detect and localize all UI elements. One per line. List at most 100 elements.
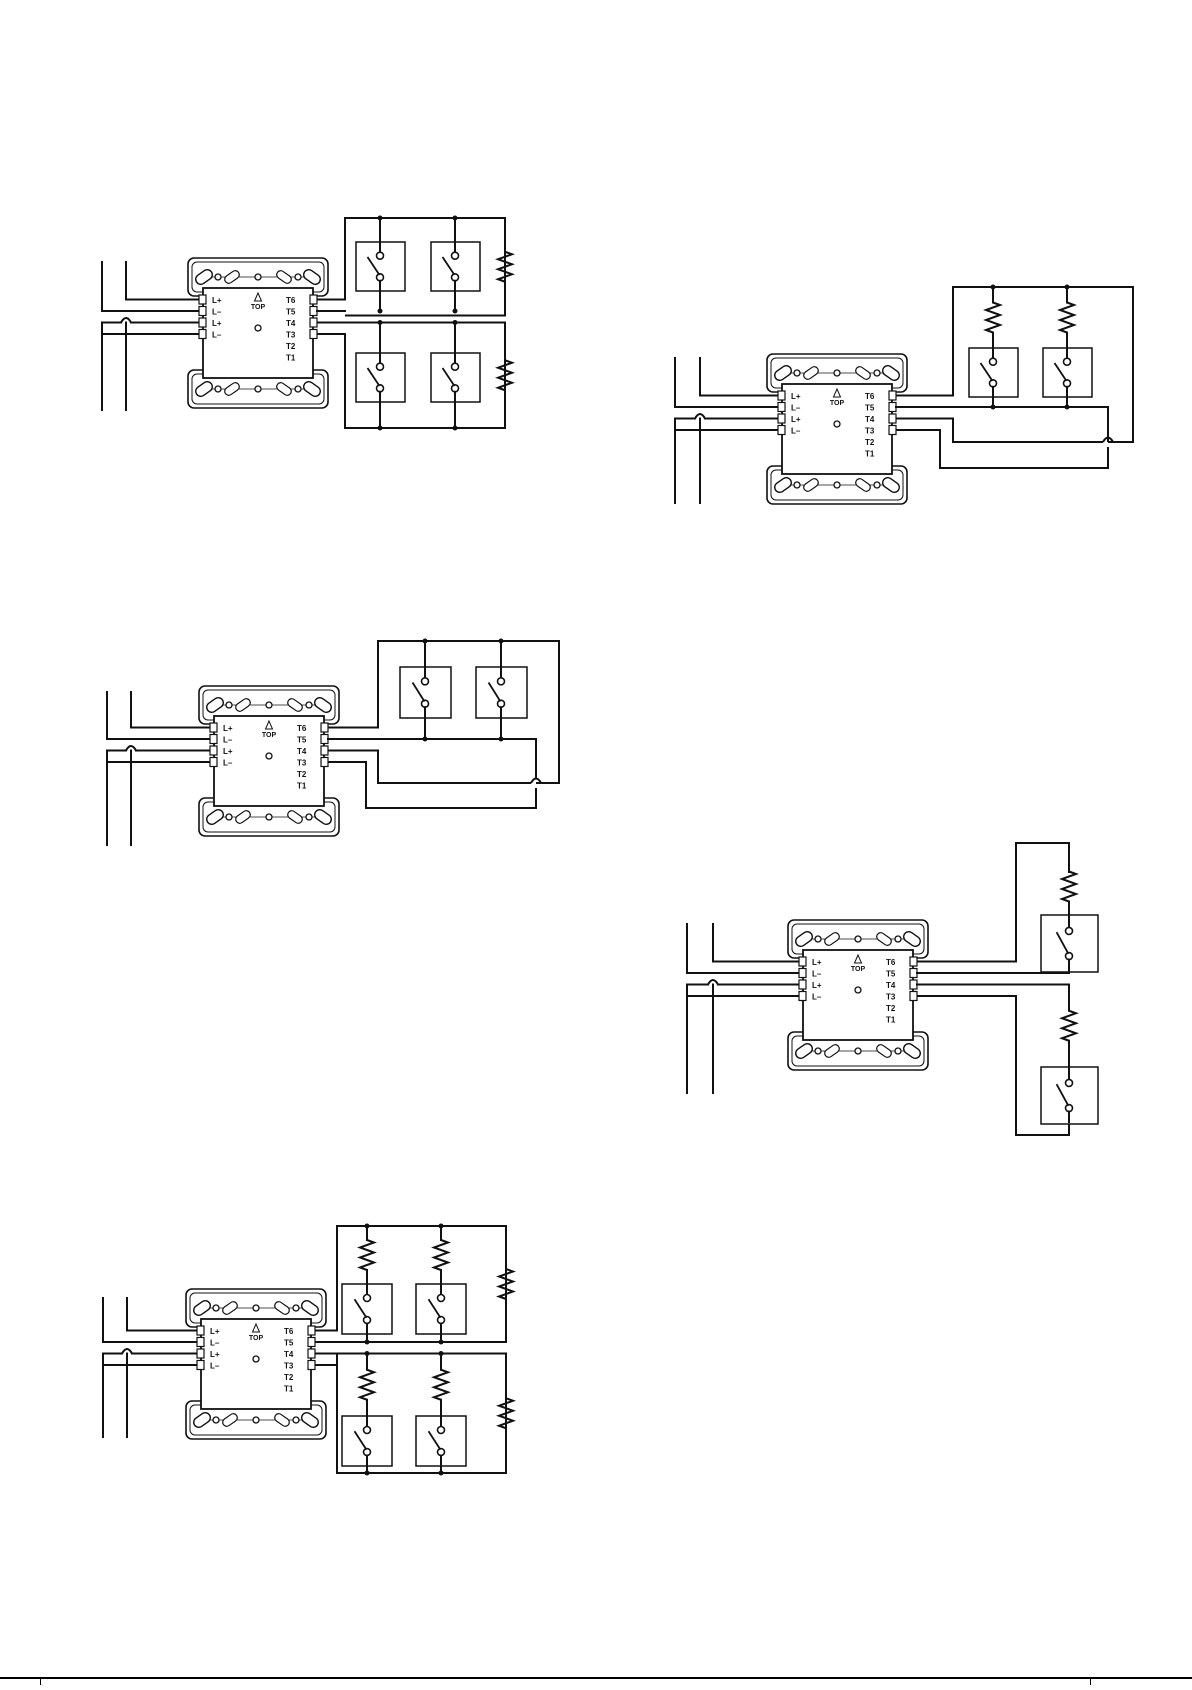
- terminal-block: [889, 426, 896, 435]
- page-footer-rule: [0, 1677, 1192, 1679]
- screw-icon: [226, 814, 232, 820]
- terminal-block: [889, 414, 896, 423]
- terminal-block: [310, 295, 317, 304]
- switch-contact: [1066, 1105, 1073, 1112]
- terminal-label-right: T3: [286, 331, 296, 340]
- resistor-icon: [434, 1354, 448, 1417]
- switch-contact: [377, 385, 384, 392]
- terminal-block: [308, 1326, 315, 1335]
- screw-icon: [306, 814, 312, 820]
- terminal-block: [910, 969, 917, 978]
- screw-icon: [255, 386, 261, 392]
- switch-with-resistor: [1043, 287, 1092, 407]
- screw-icon: [855, 1048, 861, 1054]
- wire: [1062, 872, 1076, 902]
- screw-icon: [306, 702, 312, 708]
- switch-contact: [364, 1295, 371, 1302]
- terminal-label-right: T5: [286, 308, 296, 317]
- terminal-block: [889, 391, 896, 400]
- switch-contact: [364, 1449, 371, 1456]
- switch-contact: [990, 380, 997, 387]
- terminal-block: [310, 318, 317, 327]
- resistor-icon: [986, 287, 1000, 348]
- terminal-label-left: L–: [210, 1362, 220, 1371]
- screw-icon: [266, 702, 272, 708]
- terminal-block: [199, 330, 206, 339]
- switch-contact: [438, 1427, 445, 1434]
- screw-icon: [213, 1417, 219, 1423]
- switch-contact: [422, 700, 429, 707]
- terminal-label-right: T4: [286, 319, 296, 328]
- terminal-label-left: L–: [212, 308, 222, 317]
- screw-icon: [266, 814, 272, 820]
- terminal-block: [321, 723, 328, 732]
- terminal-label-left: L+: [212, 319, 222, 328]
- terminal-label-left: L+: [791, 392, 801, 401]
- wire: [896, 430, 1108, 468]
- screw-icon: [794, 370, 800, 376]
- terminal-label-right: T2: [865, 438, 875, 447]
- screw-icon: [834, 370, 840, 376]
- wire: [498, 252, 512, 282]
- screw-icon: [895, 1048, 901, 1054]
- terminal-label-right: T4: [284, 1350, 294, 1359]
- diagram-4: L+L–L+L–T6T5T4T3T2T1TOP: [687, 843, 1098, 1135]
- terminal-label-left: L+: [223, 747, 233, 756]
- switch-icon: [1041, 1067, 1098, 1124]
- terminal-label-right: T3: [865, 427, 875, 436]
- resistor-icon: [498, 323, 512, 429]
- terminal-block: [197, 1326, 204, 1335]
- terminal-label-right: T1: [886, 1016, 896, 1025]
- terminal-label-left: L+: [812, 981, 822, 990]
- wire: [1062, 1011, 1076, 1041]
- terminal-label-right: T1: [865, 450, 875, 459]
- terminal-label-right: T3: [284, 1362, 294, 1371]
- switch-contact: [364, 1317, 371, 1324]
- led-icon: [255, 325, 261, 331]
- screw-icon: [253, 1305, 259, 1311]
- footer-tick: [1090, 1677, 1091, 1685]
- screw-icon: [874, 370, 880, 376]
- screw-icon: [215, 386, 221, 392]
- terminal-block: [799, 980, 806, 989]
- switch-contact: [438, 1449, 445, 1456]
- terminal-label-right: T2: [886, 1004, 896, 1013]
- wire: [315, 1354, 337, 1361]
- led-icon: [834, 421, 840, 427]
- switch-contact: [990, 358, 997, 365]
- terminal-block: [210, 723, 217, 732]
- terminal-block: [210, 735, 217, 744]
- switch-icon: [416, 1284, 466, 1342]
- terminal-block: [778, 391, 785, 400]
- wire: [360, 1370, 374, 1400]
- terminal-block: [321, 735, 328, 744]
- terminal-label-left: L–: [812, 993, 822, 1002]
- terminal-block: [197, 1349, 204, 1358]
- switch-icon: [416, 1416, 466, 1473]
- wire: [434, 1240, 448, 1270]
- terminal-block: [799, 969, 806, 978]
- switch-contact: [364, 1427, 371, 1434]
- switch-contact: [422, 678, 429, 685]
- switch-icon: [342, 1416, 392, 1473]
- led-icon: [253, 1356, 259, 1362]
- terminal-block: [778, 426, 785, 435]
- terminal-label-right: T5: [886, 970, 896, 979]
- terminal-label-right: T1: [284, 1385, 294, 1394]
- top-marker-label: TOP: [851, 966, 866, 973]
- top-marker-label: TOP: [830, 400, 845, 407]
- resistor-icon: [499, 1354, 513, 1474]
- terminal-label-left: L+: [212, 296, 222, 305]
- screw-icon: [253, 1417, 259, 1423]
- switch-contact: [377, 274, 384, 281]
- top-marker-label: TOP: [251, 304, 266, 311]
- led-icon: [855, 987, 861, 993]
- terminal-label-right: T2: [286, 342, 296, 351]
- switch-contact: [438, 1295, 445, 1302]
- switch-with-resistor: [969, 287, 1018, 407]
- terminal-block: [910, 957, 917, 966]
- terminal-block: [799, 957, 806, 966]
- terminal-label-left: L+: [210, 1327, 220, 1336]
- screw-icon: [834, 482, 840, 488]
